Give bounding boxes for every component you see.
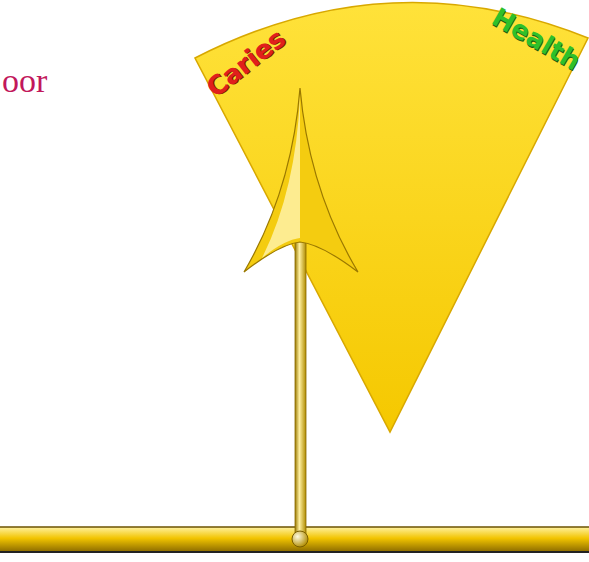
fan-outline bbox=[195, 2, 588, 432]
bar-edge bbox=[0, 551, 589, 553]
pointer-shaft bbox=[295, 200, 306, 535]
pivot-dot bbox=[292, 531, 308, 547]
pointer-head bbox=[244, 88, 358, 272]
bar-edge bbox=[0, 526, 589, 528]
gauge-fan: CariesHealth bbox=[190, 0, 589, 440]
slide-text: oor bbox=[2, 62, 47, 100]
pointer-highlight bbox=[262, 96, 300, 258]
base-bar bbox=[0, 527, 589, 552]
